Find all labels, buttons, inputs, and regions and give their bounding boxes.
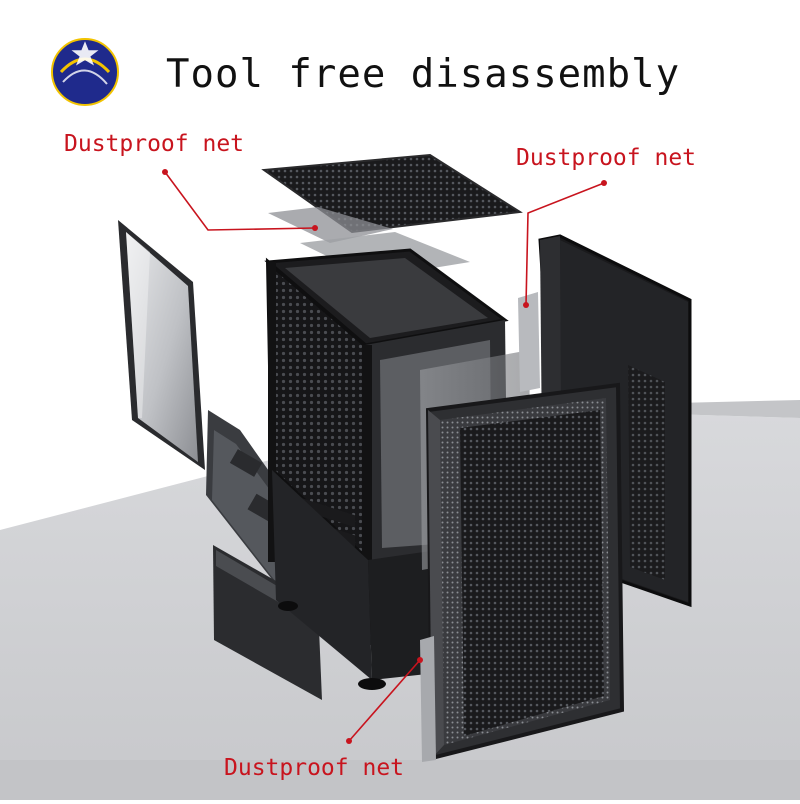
brand-globe-logo-icon [49,36,121,108]
callout-label-top-left: Dustproof net [64,131,245,157]
front-mesh-panel [425,382,625,761]
callout-label-bottom: Dustproof net [224,755,405,781]
front-dust-filter-sheet [420,636,436,762]
callout-dots [162,169,607,744]
page-title: Tool free disassembly [166,52,681,97]
tempered-glass-side-panel [118,220,205,470]
right-dust-filter-strip [518,292,540,392]
callout-leader-lines [164,171,605,742]
callout-label-top-right: Dustproof net [516,145,697,171]
